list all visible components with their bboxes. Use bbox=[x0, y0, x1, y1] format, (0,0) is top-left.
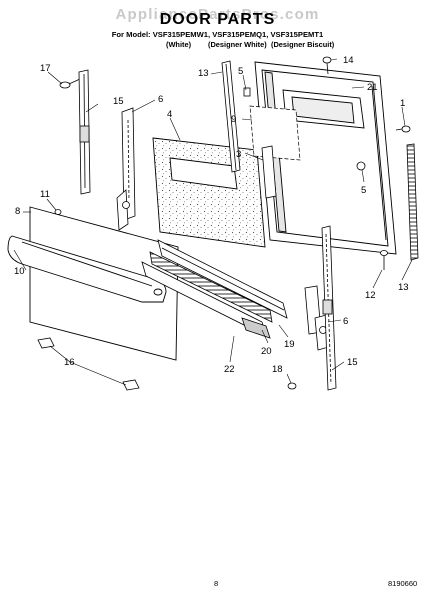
page-title: DOOR PARTS bbox=[159, 11, 276, 28]
callout-22: 22 bbox=[224, 364, 235, 375]
callout-1: 1 bbox=[400, 98, 405, 109]
part-18-screw bbox=[287, 382, 297, 390]
part-15-hinge-left bbox=[78, 69, 91, 195]
part-17-screw bbox=[59, 78, 81, 89]
part-14-screw bbox=[322, 56, 332, 75]
part-19-vent bbox=[149, 251, 273, 323]
callout-13-right: 13 bbox=[398, 282, 409, 293]
callout-18: 18 bbox=[272, 364, 283, 375]
callout-9: 9 bbox=[231, 114, 236, 125]
model-line: For Model: VSF315PEMW1, VSF315PEMQ1, VSF… bbox=[111, 30, 324, 39]
part-6-hinge-receiver-left bbox=[116, 107, 136, 231]
callout-16: 16 bbox=[64, 357, 75, 368]
part-3-bracket bbox=[261, 145, 277, 199]
watermark: AppliancePartsPros.com bbox=[115, 6, 320, 23]
callout-12: 12 bbox=[365, 290, 376, 301]
page-number: 8 bbox=[214, 579, 219, 588]
callout-3: 3 bbox=[236, 149, 241, 160]
part-16-clips bbox=[37, 337, 140, 391]
part-5-clip-lower bbox=[356, 161, 366, 171]
part-20-bottom-trim bbox=[157, 239, 288, 319]
callout-5-lower: 5 bbox=[361, 185, 366, 196]
part-13-trim-left bbox=[221, 60, 241, 173]
part-1-screw bbox=[395, 125, 411, 133]
callout-6: 6 bbox=[158, 94, 163, 105]
callout-4: 4 bbox=[167, 109, 172, 120]
callout-8: 8 bbox=[15, 206, 20, 217]
part-9-glass bbox=[249, 105, 301, 161]
part-5-clip bbox=[243, 87, 251, 97]
callout-6-right: 6 bbox=[343, 316, 348, 327]
callout-19: 19 bbox=[284, 339, 295, 350]
callout-20: 20 bbox=[261, 346, 272, 357]
callout-13: 13 bbox=[198, 68, 209, 79]
part-15-hinge-right bbox=[321, 225, 337, 391]
variant-designer-white: (Designer White) bbox=[208, 40, 267, 49]
part-13-gasket-right bbox=[406, 143, 419, 261]
callout-14: 14 bbox=[343, 55, 354, 66]
callout-11: 11 bbox=[40, 189, 50, 200]
part-12-screw bbox=[380, 250, 388, 270]
callout-17: 17 bbox=[40, 63, 51, 74]
callout-15: 15 bbox=[113, 96, 124, 107]
callout-5: 5 bbox=[238, 66, 243, 77]
document-number: 8190660 bbox=[388, 579, 418, 588]
callout-21: 21 bbox=[367, 82, 378, 93]
callout-numbers: 17 15 6 4 13 5 14 21 1 9 3 5 11 8 10 12 … bbox=[14, 55, 409, 375]
leader-lines bbox=[13, 58, 413, 386]
callout-15-right: 15 bbox=[347, 357, 358, 368]
variant-white: (White) bbox=[166, 40, 192, 49]
callout-10: 10 bbox=[14, 266, 25, 277]
variant-designer-biscuit: (Designer Biscuit) bbox=[271, 40, 335, 49]
part-22-lower-trim bbox=[141, 261, 271, 339]
